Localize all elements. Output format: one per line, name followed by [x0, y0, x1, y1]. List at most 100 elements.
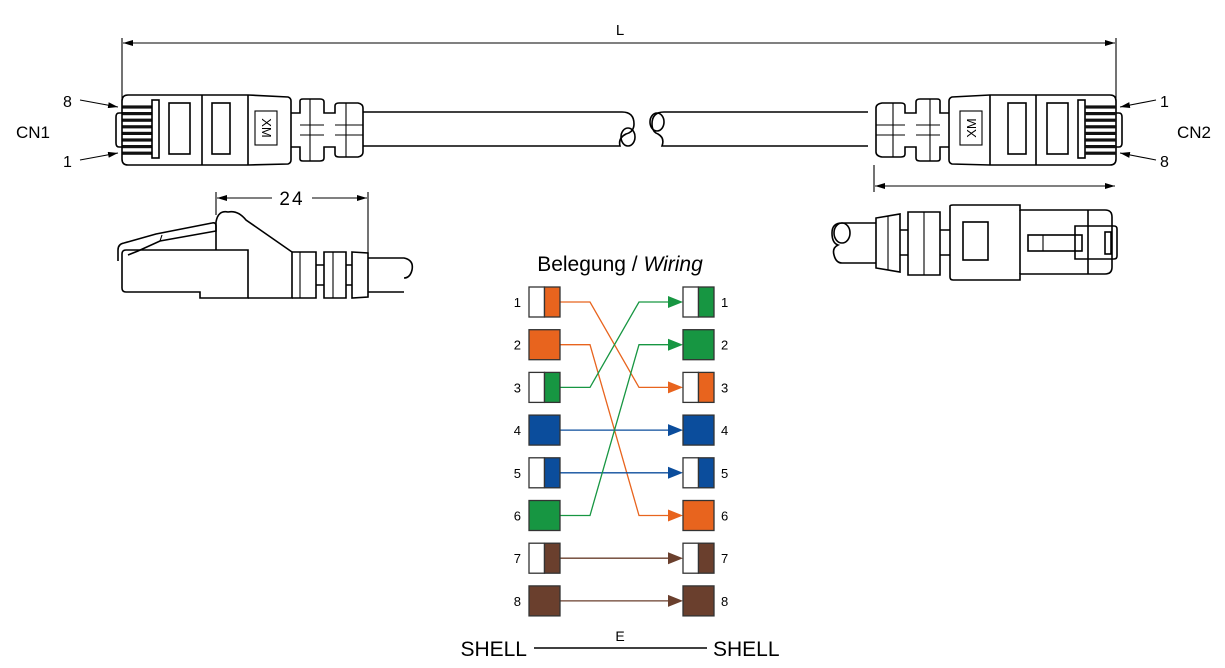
left-pin-2: 2	[514, 329, 561, 361]
window-slot	[168, 102, 191, 155]
wire-color-green	[543, 371, 561, 404]
pin-number: 2	[721, 338, 728, 353]
wire-color-brown	[682, 585, 715, 617]
pin-label-cn2-bottom: 8	[1160, 154, 1169, 171]
cable-left	[363, 111, 635, 147]
shell-right-label: SHELL	[713, 638, 780, 661]
left-pin-6: 6	[514, 499, 561, 532]
strain-relief-boot	[875, 98, 949, 162]
connector-body	[948, 94, 1117, 166]
pin-label-cn1-bottom: 1	[63, 154, 72, 171]
contact-pin	[1085, 138, 1116, 142]
wire-color-stripe-white	[528, 542, 546, 574]
pin-pointer-arrow	[1119, 99, 1157, 109]
connector-body	[121, 94, 292, 166]
cable-break-symbol	[649, 112, 665, 132]
pin-label-cn2-top: 1	[1160, 94, 1169, 111]
connector-hood	[949, 204, 1113, 281]
wire-color-blue	[543, 457, 561, 489]
pin-label-cn1-top: 8	[63, 94, 72, 111]
pin-number: 5	[721, 466, 728, 481]
wiring-title: Belegung / Wiring	[537, 253, 703, 276]
wire-connections	[560, 296, 683, 607]
contact-pin	[1085, 145, 1116, 149]
right-pin-8: 8	[682, 585, 728, 617]
pin-number: 6	[721, 509, 728, 524]
contact-pin	[122, 145, 152, 149]
wire-3-to-1	[560, 301, 669, 389]
wire-color-green	[528, 499, 561, 532]
left-pin-8: 8	[514, 585, 561, 617]
latch	[117, 222, 217, 261]
wiring-title-separator: /	[626, 253, 644, 276]
marking-text: XM	[964, 118, 979, 138]
wire-color-stripe-white	[682, 371, 700, 404]
wire-color-stripe-white	[682, 457, 700, 489]
wire-color-stripe-white	[682, 286, 700, 318]
pin-number: 8	[721, 594, 728, 609]
wire-arrowhead	[668, 381, 683, 394]
marking-box	[959, 110, 983, 146]
wiring-diagram: Belegung / Wiring 1 2 3 4 5 6 7 8 1 2 3 4 5 6 7 8 SHEL…	[460, 253, 779, 661]
left-pin-7: 7	[514, 542, 561, 574]
wire-arrowhead	[668, 424, 683, 437]
pin-number: 4	[721, 423, 728, 438]
contact-pin	[1085, 125, 1116, 129]
contact-pin	[122, 118, 152, 122]
pin-number: 3	[721, 380, 728, 395]
strain-relief-boot	[875, 213, 901, 273]
contact-nose	[1116, 112, 1123, 148]
strain-relief-boot	[900, 211, 941, 276]
contact-pins	[1085, 105, 1116, 155]
window-slot	[1046, 102, 1069, 155]
connector-hood	[215, 210, 293, 299]
wire-color-stripe-white	[528, 457, 546, 489]
connector-length-dimension	[873, 165, 1115, 192]
wire-color-brown	[528, 585, 561, 617]
wire-color-stripe-white	[528, 286, 546, 318]
strain-relief-boot	[291, 98, 364, 162]
contact-bar	[151, 99, 160, 159]
left-pin-1: 1	[514, 286, 561, 318]
connector-cn2-top-view: XM 1 8 CN2	[649, 94, 1211, 171]
left-pin-3: 3	[514, 371, 561, 404]
right-pin-4: 4	[682, 414, 728, 446]
strain-relief-boot	[346, 251, 369, 299]
wire-color-stripe-white	[528, 371, 546, 404]
shell-left-label: SHELL	[460, 638, 527, 661]
latch-tab	[1027, 234, 1083, 252]
wire-arrowhead	[668, 296, 683, 308]
window-slot	[1007, 102, 1027, 155]
window-slot	[962, 221, 989, 261]
cable-break-symbol	[833, 222, 851, 244]
latch-head	[1074, 225, 1118, 260]
pin-pointer-arrow	[79, 151, 119, 161]
latch-slot	[1104, 231, 1112, 255]
pin-number: 4	[514, 423, 521, 438]
length-dimension: L	[121, 22, 1117, 105]
contact-pin	[122, 138, 152, 142]
contact-pin	[122, 105, 152, 109]
length-label: L	[616, 22, 624, 39]
wiring-title-german: Belegung	[537, 253, 626, 276]
contact-pin	[1085, 131, 1116, 135]
right-pin-7: 7	[682, 542, 728, 574]
contact-pin	[122, 125, 152, 129]
wire-color-orange	[543, 286, 561, 318]
wire-color-stripe-white	[682, 542, 700, 574]
dimension-24-label: 24	[279, 189, 304, 210]
pin-pointer-arrow	[1119, 151, 1157, 161]
wire-color-green	[682, 329, 715, 361]
pin-number: 8	[514, 594, 521, 609]
wire-arrowhead	[668, 466, 683, 479]
pin-number: 1	[721, 295, 728, 310]
contact-nose	[115, 112, 122, 148]
connector-cn1-top-view: CN1 8 1 XM	[16, 94, 636, 171]
cable-stub	[368, 257, 414, 293]
right-pin-2: 2	[682, 329, 728, 361]
pin-number: 5	[514, 466, 521, 481]
right-pin-5: 5	[682, 457, 728, 489]
wire-color-orange	[697, 371, 715, 404]
connector-cn1-label: CN1	[16, 123, 50, 142]
wire-color-brown	[697, 542, 715, 574]
